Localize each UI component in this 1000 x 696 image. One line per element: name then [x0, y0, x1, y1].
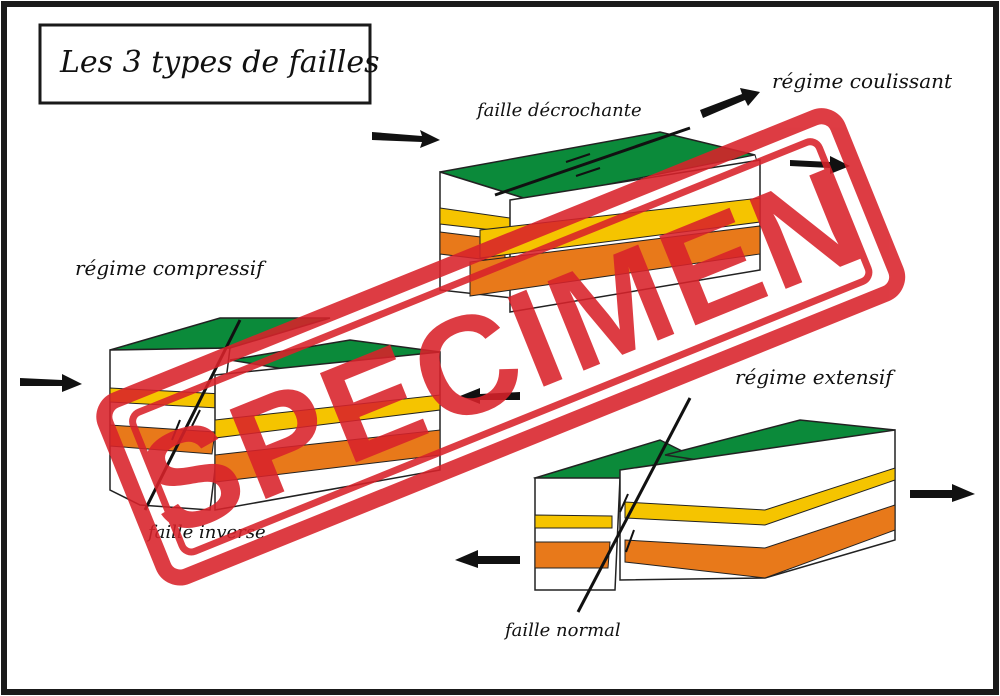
label-normal-fault: faille normal: [503, 620, 621, 641]
arrow-compressive-right: [460, 388, 520, 404]
stamp-inner-border: [129, 138, 873, 556]
arrow-sliding-regime: [700, 88, 760, 118]
strike-slip-fault-line: [494, 126, 691, 197]
reverse-motion-marks: [171, 409, 201, 441]
normal-yellow-right: [624, 467, 896, 526]
label-extensive-regime: régime extensif: [735, 365, 896, 389]
arrow-extensive-left: [455, 550, 520, 568]
diagram-title: Les 3 types de failles: [59, 45, 380, 80]
strike-slip-orange-right: [469, 225, 761, 297]
reverse-yellow-right: [214, 394, 441, 439]
arrow-extensive-right: [910, 484, 975, 502]
label-strike-slip-fault: faille décrochante: [475, 100, 642, 121]
arrow-right-top: [790, 156, 850, 174]
label-compressive-regime: régime compressif: [75, 256, 267, 280]
arrow-compressive-left: [20, 374, 82, 392]
normal-orange-right: [624, 504, 896, 579]
title-frame: [38, 23, 372, 105]
normal-fault-block: [532, 397, 896, 613]
arrow-left-to-right-top: [372, 130, 440, 148]
title-box: Les 3 types de failles: [38, 23, 380, 105]
normal-fault-line: [576, 397, 692, 613]
normal-front-left: [534, 477, 621, 591]
normal-yellow-left: [534, 514, 613, 529]
strike-slip-motion-marks: [565, 153, 601, 177]
normal-orange-left: [534, 541, 611, 569]
normal-motion-marks: [619, 493, 635, 553]
stamp-outer-border: [96, 108, 906, 586]
label-sliding-regime: régime coulissant: [772, 69, 953, 93]
